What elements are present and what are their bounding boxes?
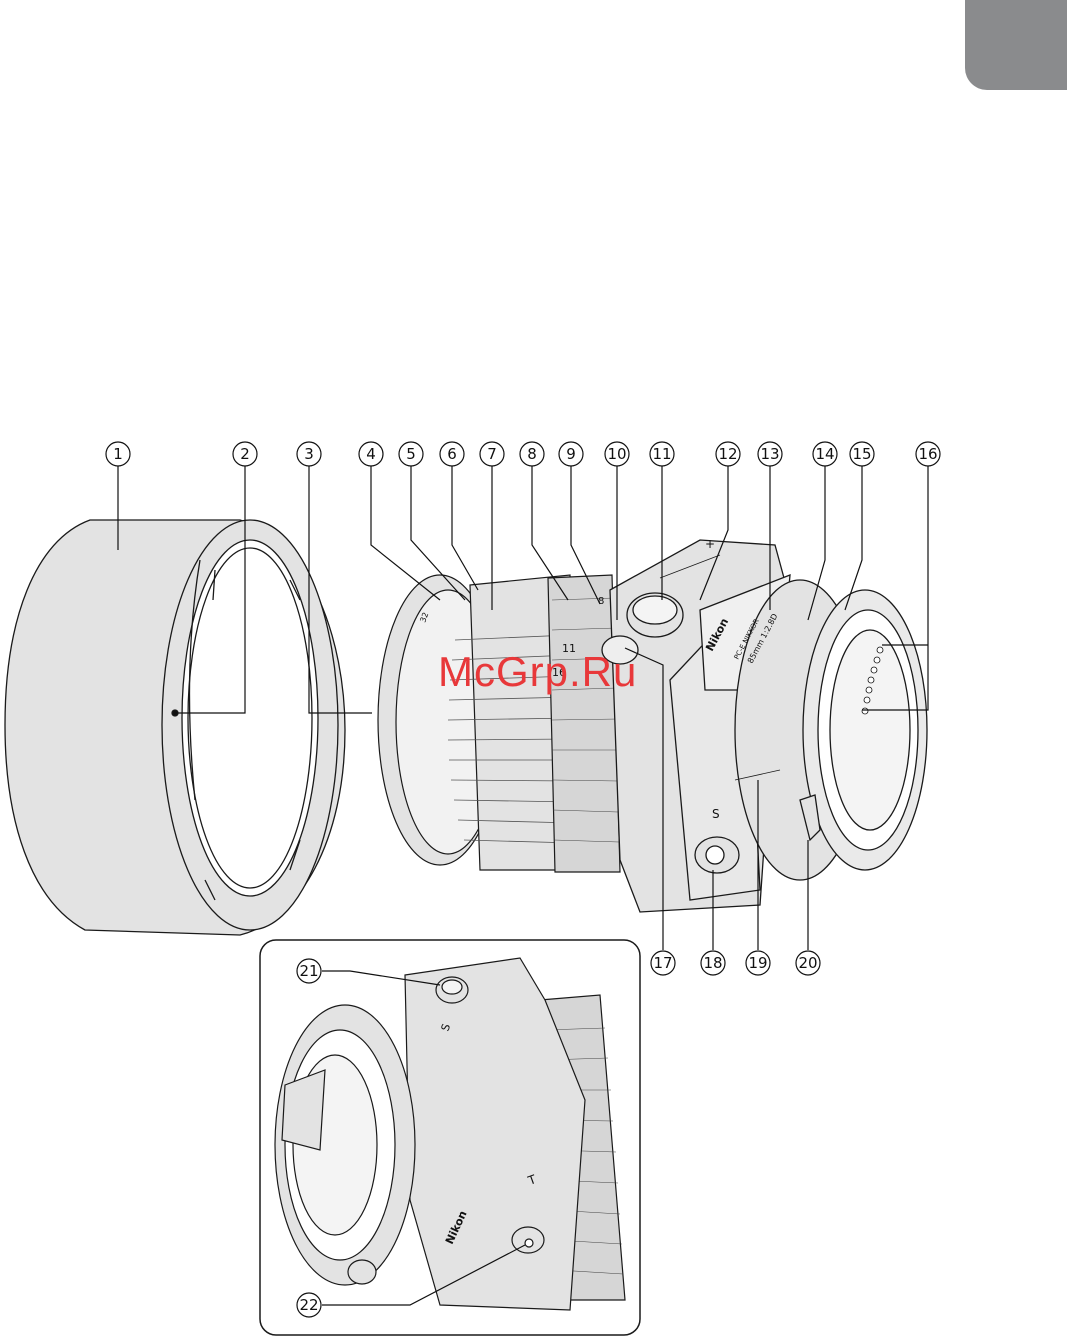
svg-text:10: 10 (607, 445, 626, 463)
svg-text:13: 13 (760, 445, 779, 463)
svg-text:16: 16 (918, 445, 937, 463)
plus-mark: + (705, 537, 715, 551)
callout-1: 1 (106, 442, 130, 466)
svg-text:12: 12 (718, 445, 737, 463)
callout-9: 9 (559, 442, 583, 466)
callout-11: 11 (650, 442, 674, 466)
svg-text:4: 4 (366, 445, 376, 463)
svg-text:19: 19 (748, 954, 767, 972)
callout-20: 20 (796, 951, 820, 975)
lens-front (378, 575, 620, 872)
callout-4: 4 (359, 442, 383, 466)
svg-text:11: 11 (652, 445, 671, 463)
callout-3: 3 (297, 442, 321, 466)
svg-text:5: 5 (406, 445, 416, 463)
svg-text:1: 1 (113, 445, 123, 463)
svg-text:3: 3 (304, 445, 314, 463)
callout-7: 7 (480, 442, 504, 466)
svg-text:8: 8 (527, 445, 537, 463)
callout-2: 2 (233, 442, 257, 466)
callout-8: 8 (520, 442, 544, 466)
inset-view: Nikon T S (260, 940, 640, 1335)
lens-hood (5, 520, 345, 935)
svg-text:20: 20 (798, 954, 817, 972)
svg-text:7: 7 (487, 445, 497, 463)
callout-15: 15 (850, 442, 874, 466)
svg-text:18: 18 (703, 954, 722, 972)
callout-19: 19 (746, 951, 770, 975)
callout-21: 21 (297, 959, 321, 983)
callout-5: 5 (399, 442, 423, 466)
svg-text:14: 14 (815, 445, 834, 463)
svg-text:17: 17 (653, 954, 672, 972)
svg-text:2: 2 (240, 445, 250, 463)
watermark-text: McGrp.Ru (438, 648, 637, 696)
svg-text:6: 6 (447, 445, 457, 463)
leader-15 (845, 465, 862, 610)
svg-text:15: 15 (852, 445, 871, 463)
callout-16: 16 (916, 442, 940, 466)
callout-12: 12 (716, 442, 740, 466)
svg-text:22: 22 (299, 1296, 318, 1314)
lens-body (602, 540, 927, 912)
callout-18: 18 (701, 951, 725, 975)
svg-text:21: 21 (299, 962, 318, 980)
leader-6 (452, 465, 478, 590)
svg-text:9: 9 (566, 445, 576, 463)
callout-6: 6 (440, 442, 464, 466)
shift-mark: S (712, 807, 720, 821)
callout-22: 22 (297, 1293, 321, 1317)
callout-13: 13 (758, 442, 782, 466)
callout-14: 14 (813, 442, 837, 466)
callout-10: 10 (605, 442, 629, 466)
callout-17: 17 (651, 951, 675, 975)
